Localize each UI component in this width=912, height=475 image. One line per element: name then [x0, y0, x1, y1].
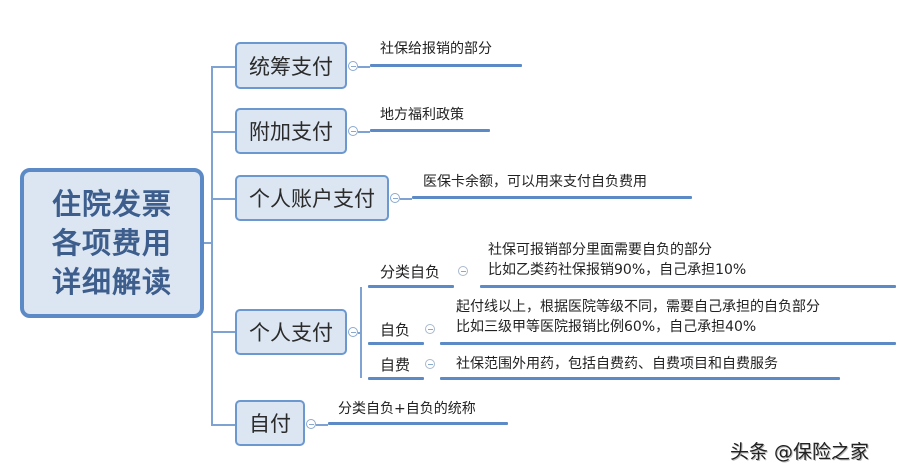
- topic-label: 个人账户支付: [249, 187, 375, 211]
- topic-label: 附加支付: [249, 120, 333, 144]
- leaf-connector: [316, 424, 328, 426]
- topic-personal-account-payment[interactable]: 个人账户支付: [235, 175, 389, 221]
- topic-label: 统筹支付: [249, 54, 333, 79]
- collapse-icon[interactable]: [348, 327, 358, 337]
- connector-2: [211, 131, 235, 133]
- collapse-icon[interactable]: [425, 324, 435, 334]
- collapse-icon[interactable]: [425, 359, 435, 369]
- connector-4: [211, 331, 235, 333]
- leaf-underline: [440, 377, 840, 380]
- subtopic-classified-copay[interactable]: 分类自负: [380, 263, 441, 281]
- root-connector: [204, 242, 212, 244]
- subtopic-self-paid[interactable]: 自费: [380, 356, 411, 374]
- topic-label: 自付: [249, 412, 291, 436]
- root-line-2: 各项费用: [51, 225, 172, 260]
- note-pooled-payment: 社保给报销的部分: [380, 41, 492, 57]
- leaf-underline: [370, 129, 490, 132]
- note-self-paid: 社保范围外用药，包括自费药、自费项目和自费服务: [456, 356, 778, 372]
- topic-label: 个人支付: [249, 321, 333, 345]
- leaf-underline: [368, 342, 424, 345]
- root-topic[interactable]: 住院发票 各项费用 详细解读: [20, 168, 204, 318]
- leaf-underline: [368, 377, 424, 380]
- trunk-line: [211, 66, 213, 425]
- subtopic-copay[interactable]: 自负: [380, 321, 411, 339]
- topic-personal-payment[interactable]: 个人支付: [235, 309, 347, 355]
- note-copay-2: 比如三级甲等医院报销比例60%，自己承担40%: [456, 319, 757, 335]
- collapse-icon[interactable]: [390, 193, 400, 203]
- leaf-underline: [370, 64, 522, 67]
- note-classified-copay-1: 社保可报销部分里面需要自负的部分: [488, 242, 712, 258]
- leaf-connector: [400, 198, 412, 200]
- connector-3: [211, 198, 235, 200]
- leaf-underline: [412, 196, 692, 199]
- topic-additional-payment[interactable]: 附加支付: [235, 108, 347, 154]
- topic-pooled-payment[interactable]: 统筹支付: [235, 42, 347, 89]
- note-self-pay: 分类自负+自负的统称: [338, 401, 476, 417]
- collapse-icon[interactable]: [348, 126, 358, 136]
- connector-5: [211, 424, 235, 426]
- root-line-3: 详细解读: [51, 264, 172, 299]
- collapse-icon[interactable]: [306, 419, 316, 429]
- leaf-underline: [368, 285, 454, 288]
- topic-self-pay[interactable]: 自付: [235, 400, 305, 446]
- note-additional-payment: 地方福利政策: [380, 107, 464, 123]
- note-copay-1: 起付线以上，根据医院等级不同，需要自己承担的自负部分: [456, 299, 820, 315]
- note-personal-account: 医保卡余额，可以用来支付自负费用: [423, 174, 647, 190]
- leaf-underline: [440, 342, 896, 345]
- sub-connector: [358, 332, 361, 334]
- leaf-connector: [358, 131, 370, 133]
- leaf-connector: [358, 66, 370, 68]
- collapse-icon[interactable]: [458, 266, 468, 276]
- root-line-1: 住院发票: [51, 186, 172, 221]
- collapse-icon[interactable]: [348, 61, 358, 71]
- sub-trunk-line: [360, 287, 362, 378]
- leaf-underline: [480, 285, 896, 288]
- watermark: 头条 @保险之家: [730, 441, 870, 463]
- leaf-underline: [328, 422, 508, 425]
- connector-1: [211, 66, 235, 68]
- note-classified-copay-2: 比如乙类药社保报销90%，自己承担10%: [488, 262, 747, 278]
